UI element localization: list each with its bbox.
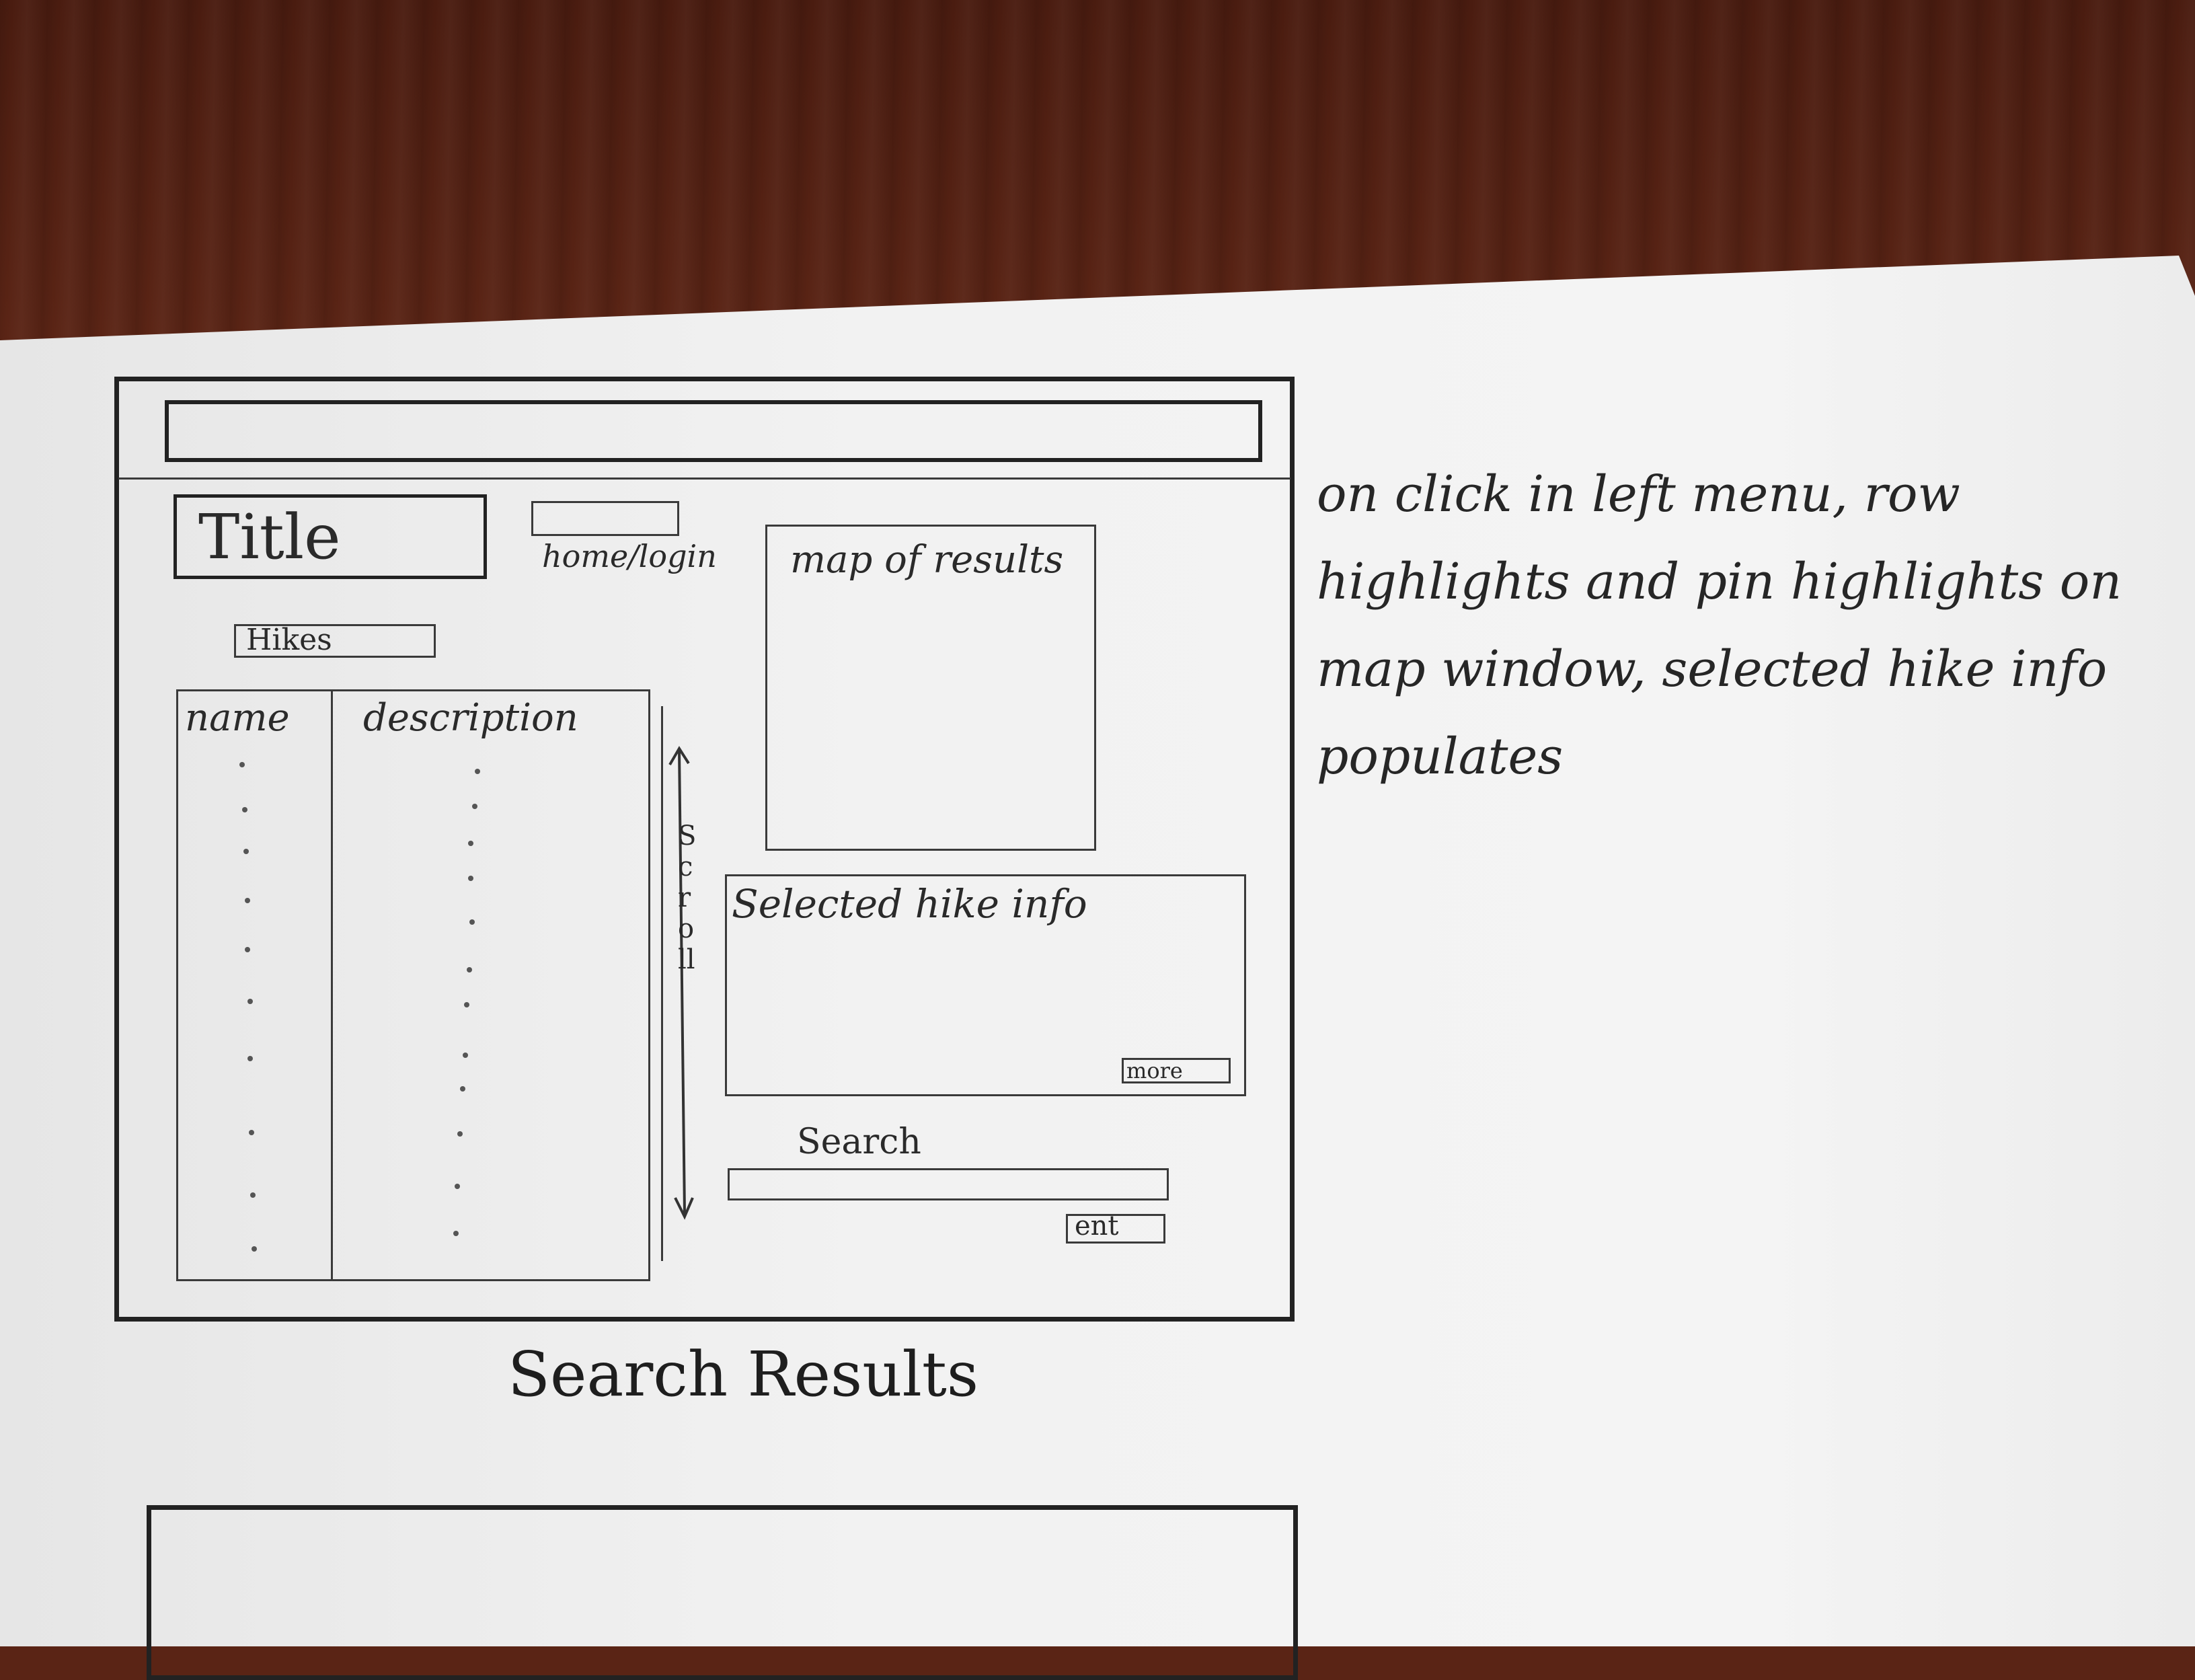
table-row-description[interactable]: [467, 967, 472, 972]
table-row-description[interactable]: [475, 769, 480, 774]
map-window[interactable]: [765, 525, 1096, 851]
table-row-description[interactable]: [453, 1231, 459, 1236]
selected-hike-info-label: Selected hike info: [732, 881, 1087, 927]
next-wireframe-window: [147, 1505, 1298, 1680]
table-column-divider: [331, 689, 333, 1281]
map-label: map of results: [790, 538, 1064, 582]
hikes-table: [176, 689, 650, 1281]
table-row-name[interactable]: [247, 1056, 253, 1061]
table-row-name[interactable]: [252, 1246, 257, 1252]
table-row-description[interactable]: [455, 1184, 460, 1189]
table-row-name[interactable]: [249, 1130, 254, 1135]
table-row-name[interactable]: [242, 807, 247, 812]
selected-hike-info-panel: [725, 874, 1246, 1096]
table-row-description[interactable]: [469, 919, 475, 925]
title-box: [174, 494, 487, 579]
table-row-description[interactable]: [464, 1002, 469, 1007]
hikes-label: Hikes: [246, 623, 332, 657]
table-shadow-edge: [648, 706, 663, 1261]
wireframe-caption: Search Results: [508, 1338, 979, 1410]
table-row-name[interactable]: [245, 947, 250, 952]
page-title: Title: [198, 501, 341, 573]
enter-button-label[interactable]: ent: [1075, 1211, 1119, 1242]
scroll-label: Scroll: [678, 820, 697, 975]
header-divider: [118, 478, 1291, 480]
table-row-name[interactable]: [243, 849, 249, 854]
scrollbar[interactable]: [666, 743, 706, 1227]
home-login-button[interactable]: [531, 501, 679, 536]
table-row-description[interactable]: [463, 1053, 468, 1058]
search-label: Search: [797, 1122, 921, 1162]
interaction-note: on click in left menu, row highlights an…: [1317, 465, 2122, 786]
table-row-description[interactable]: [460, 1086, 465, 1092]
table-row-name[interactable]: [250, 1192, 256, 1198]
enter-button[interactable]: [1066, 1214, 1165, 1244]
more-button-label[interactable]: more: [1126, 1058, 1183, 1083]
wireframe-window: [114, 377, 1295, 1322]
table-row-name[interactable]: [239, 762, 245, 767]
hikes-tab[interactable]: [234, 624, 436, 658]
more-button[interactable]: [1122, 1058, 1231, 1083]
column-header-description[interactable]: description: [363, 696, 578, 740]
table-row-description[interactable]: [468, 876, 473, 881]
table-row-name[interactable]: [247, 999, 253, 1004]
column-header-name[interactable]: name: [185, 696, 290, 740]
paper-sheet: [0, 256, 2195, 1646]
search-input[interactable]: [728, 1168, 1169, 1200]
table-row-name[interactable]: [245, 898, 250, 903]
address-bar[interactable]: [165, 400, 1262, 462]
home-login-link[interactable]: home/login: [542, 538, 717, 574]
table-row-description[interactable]: [472, 804, 477, 809]
table-row-description[interactable]: [457, 1131, 463, 1137]
table-row-description[interactable]: [468, 841, 473, 846]
